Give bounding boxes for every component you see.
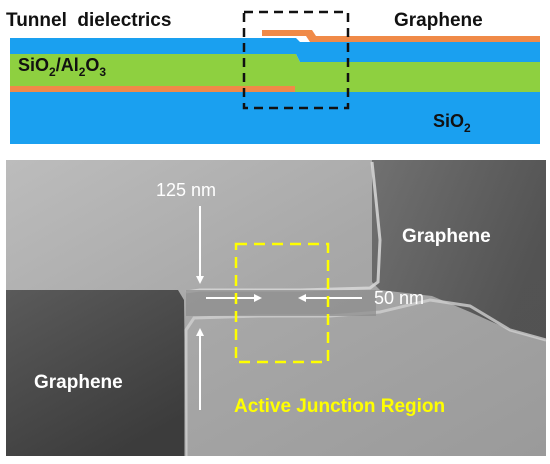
stack-material-label: SiO2/Al2O3 (18, 55, 106, 79)
junction-strip (186, 290, 376, 316)
sio2-top-layer (10, 38, 540, 62)
gap-label: 50 nm (374, 288, 424, 308)
sio2-substrate-label: SiO2 (433, 111, 471, 135)
al2o3-layer (10, 54, 540, 92)
sio2-substrate-layer (10, 92, 540, 144)
tunnel-dielectrics-label: Tunnel dielectrics (6, 10, 171, 31)
active-region-box (234, 242, 330, 364)
graphene-bottom-label: Graphene (34, 372, 123, 393)
active-region-label: Active Junction Region (234, 396, 445, 417)
graphene-top-label: Graphene (402, 226, 491, 247)
junction-dashed-box (242, 10, 350, 110)
device-schematic: Tunnel dielectrics Graphene SiO2/Al2O3 S… (6, 10, 540, 144)
width-label: 125 nm (156, 180, 216, 200)
sem-micrograph: 125 nm 50 nm Graphene Graphene Active Ju… (6, 160, 547, 456)
graphene-schematic-label: Graphene (394, 10, 483, 31)
graphene-bottom-strip (10, 86, 295, 92)
graphene-top-strip (262, 30, 540, 42)
graphene-top-flake (372, 160, 546, 340)
graphene-bottom-flake (6, 290, 186, 456)
